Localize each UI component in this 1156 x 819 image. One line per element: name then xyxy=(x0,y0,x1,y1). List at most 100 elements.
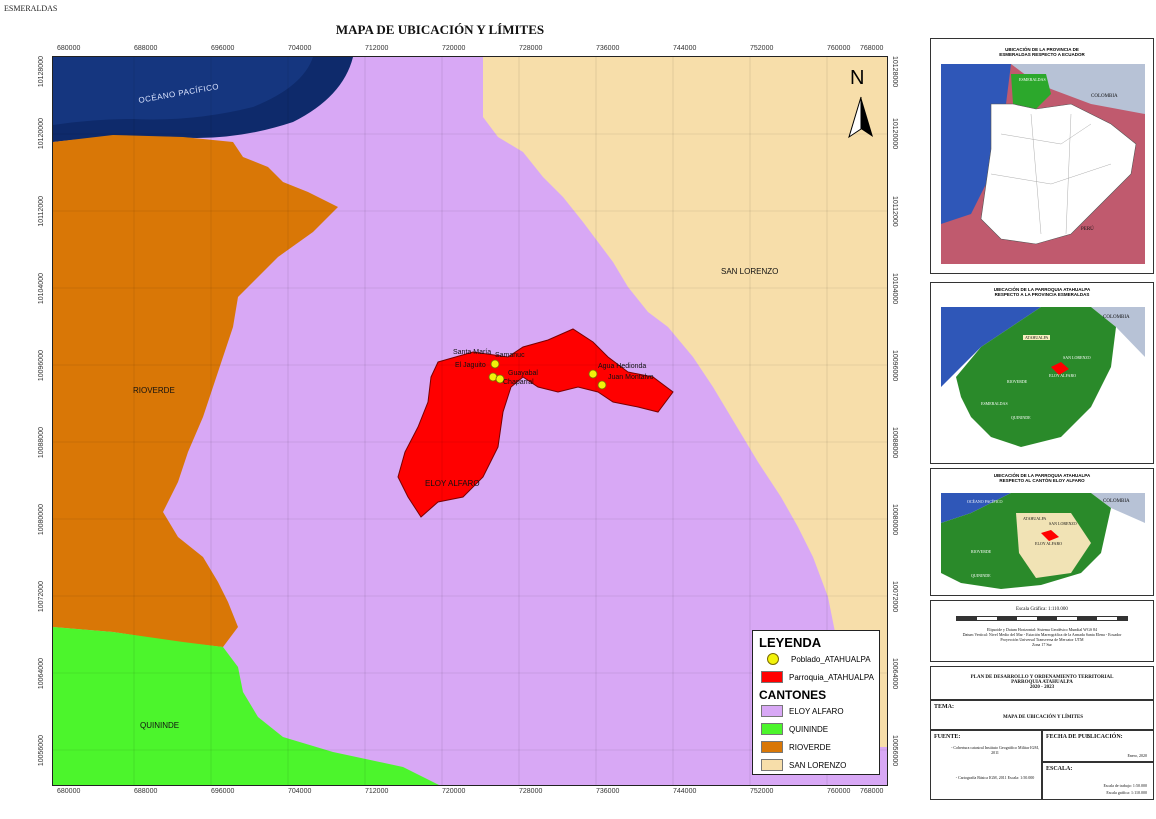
datum-line-2: Datum Vertical: Nivel Medio del Mar - Es… xyxy=(962,632,1122,637)
rioverde-region xyxy=(53,135,338,647)
legend-title: LEYENDA xyxy=(759,635,822,650)
inset-ecuador-title: UBICACIÓN DE LA PROVINCIA DE ESMERALDAS … xyxy=(999,47,1085,57)
place-label-santa-maria: Santa María xyxy=(453,349,492,356)
inset2-label-atahualpa: ATAHUALPA xyxy=(1023,335,1051,340)
inset2-label-colombia: COLOMBIA xyxy=(1103,315,1130,320)
datum-line-4: Zona 17 Sur xyxy=(1032,642,1052,647)
fuente-label: FUENTE: xyxy=(934,734,961,740)
north-label: N xyxy=(850,67,865,89)
tema-label: TEMA: xyxy=(934,704,954,710)
inset1-label-esmeraldas: ESMERALDAS xyxy=(1019,77,1046,82)
map-canvas xyxy=(53,57,887,785)
legend-item-poblado: Poblado_ATAHUALPA xyxy=(753,650,879,668)
title-block: PLAN DE DESARROLLO Y ORDENAMIENTO TERRIT… xyxy=(930,666,1154,800)
point-juan-montalvo xyxy=(597,380,607,390)
point-symbol-icon xyxy=(767,653,779,665)
point-santa-maria xyxy=(490,359,500,369)
tema-value: MAPA DE UBICACIÓN Y LÍMITES xyxy=(1002,715,1084,720)
legend-canton-eloy-alfaro: ELOY ALFARO xyxy=(753,702,879,720)
inset3-label-atahualpa: ATAHUALPA xyxy=(1023,516,1047,521)
inset3-label-san-lorenzo: SAN LORENZO xyxy=(1049,521,1077,526)
map-legend: LEYENDA Poblado_ATAHUALPA Parroquia_ATAH… xyxy=(752,630,880,775)
map-title: MAPA DE UBICACIÓN Y LÍMITES xyxy=(335,22,545,37)
ocean-shallow xyxy=(53,57,313,125)
province-corner-label: ESMERALDAS xyxy=(4,4,58,13)
eloy-alfaro-swatch xyxy=(761,705,783,717)
place-label-juan-montalvo: Juan Montalvo xyxy=(608,374,654,381)
inset2-label-eloy-alfaro: ELOY ALFARO xyxy=(1049,373,1076,378)
datum-line-3: Proyección Universal Transversa de Merca… xyxy=(1000,637,1084,642)
scale-bar xyxy=(956,616,1128,621)
gridlines xyxy=(53,57,887,785)
escala-2: Escala gráfica: 1:110.000 xyxy=(1106,790,1147,795)
cantones-title: CANTONES xyxy=(759,688,827,702)
place-label-el-jaguito: El Jaguito xyxy=(455,362,486,369)
canton-label-san-lorenzo: SAN LORENZO xyxy=(721,267,779,276)
escala-label: ESCALA: xyxy=(1046,766,1073,772)
plan-title: PLAN DE DESARROLLO Y ORDENAMIENTO TERRIT… xyxy=(970,675,1114,680)
place-label-agua-hedionda: Agua Hedionda xyxy=(598,363,647,370)
atahualpa-parish xyxy=(397,328,674,518)
inset3-label-quininde: QUININDE xyxy=(971,573,991,578)
fecha-label: FECHA DE PUBLICACIÓN: xyxy=(1046,734,1123,740)
inset2-label-quininde: QUININDE xyxy=(1011,415,1031,420)
parish-title: PARROQUIA ATAHUALPA xyxy=(1011,680,1073,685)
quininde-swatch xyxy=(761,723,783,735)
rioverde-swatch xyxy=(761,741,783,753)
inset2-label-esmeraldas: ESMERALDAS xyxy=(981,401,1008,406)
fecha-value: Enero, 2020 xyxy=(1127,753,1147,758)
inset3-label-ocean: OCÉANO PACÍFICO xyxy=(967,499,1003,504)
inset-esmeraldas: UBICACIÓN DE LA PARROQUIA ATAHUALPA RESP… xyxy=(930,282,1154,464)
fecha-cell: FECHA DE PUBLICACIÓN: Enero, 2020 xyxy=(1042,730,1154,762)
datum-line-1: Elipsoide y Datum Horizontal: Sistema Ge… xyxy=(986,627,1098,632)
tema-row: TEMA: MAPA DE UBICACIÓN Y LÍMITES xyxy=(930,700,1154,730)
inset-eloy-alfaro-title: UBICACIÓN DE LA PARROQUIA ATAHUALPA RESP… xyxy=(993,473,1091,483)
escala-1: Escala de trabajo: 1:50.000 xyxy=(1103,783,1147,788)
inset-esmeraldas-map xyxy=(941,307,1145,457)
inset-esmeraldas-title: UBICACIÓN DE LA PARROQUIA ATAHUALPA RESP… xyxy=(993,287,1091,297)
inset2-label-rioverde: RIOVERDE xyxy=(1007,379,1028,384)
inset2-label-san-lorenzo: SAN LORENZO xyxy=(1063,355,1091,360)
fuente-1: - Cobertura catastral Instituto Geográfi… xyxy=(951,745,1039,755)
san-lorenzo-swatch xyxy=(761,759,783,771)
place-label-guayabal: Guayabal xyxy=(508,370,538,377)
x-ticks-bottom: 680000 688000 696000 704000 712000 72000… xyxy=(57,788,884,795)
inset-ecuador: UBICACIÓN DE LA PROVINCIA DE ESMERALDAS … xyxy=(930,38,1154,274)
legend-canton-san-lorenzo: SAN LORENZO xyxy=(753,756,879,774)
escala-cell: ESCALA: Escala de trabajo: 1:50.000 Esca… xyxy=(1042,762,1154,800)
legend-canton-quininde: QUININDE xyxy=(753,720,879,738)
parroquia-swatch xyxy=(761,671,783,683)
scale-box: Escala Gráfica: 1:110.000 Elipsoide y Da… xyxy=(930,600,1154,662)
legend-item-label: Parroquia_ATAHUALPA xyxy=(789,672,874,682)
north-arrow xyxy=(848,96,873,139)
legend-item-label: Poblado_ATAHUALPA xyxy=(791,654,871,664)
place-label-chaparral: Chaparral xyxy=(503,379,534,386)
place-label-samanuc: Samanuc xyxy=(495,352,525,359)
x-ticks-top: 680000 688000 696000 704000 712000 72000… xyxy=(57,45,884,52)
canton-label-rioverde: RIOVERDE xyxy=(133,386,175,395)
san-lorenzo-region xyxy=(483,57,887,747)
point-agua-hedionda xyxy=(588,369,598,379)
scale-text: Escala Gráfica: 1:110.000 xyxy=(1016,607,1068,612)
inset3-label-eloy-alfaro: ELOY ALFARO xyxy=(1035,541,1062,546)
inset-ecuador-map xyxy=(941,64,1145,264)
settlement-points xyxy=(488,359,607,390)
fuente-2: - Cartografía Básica IGM, 2011 Escala: 1… xyxy=(955,775,1035,780)
inset1-label-peru: PERÚ xyxy=(1081,227,1094,232)
title-block-header: PLAN DE DESARROLLO Y ORDENAMIENTO TERRIT… xyxy=(930,666,1154,700)
y-ticks-right: 10128000 10120000 10112000 10104000 1009… xyxy=(891,56,898,767)
main-map: OCÉANO PACÍFICO N RIOVERDE SAN LORENZO E… xyxy=(52,56,888,786)
canton-label-quininde: QUININDE xyxy=(140,721,180,730)
period-text: 2020 - 2023 xyxy=(1029,685,1055,690)
inset3-label-colombia: COLOMBIA xyxy=(1103,499,1130,504)
quininde-region xyxy=(53,627,439,785)
inset-eloy-alfaro-map xyxy=(941,493,1145,589)
fuente-cell: FUENTE: - Cobertura catastral Instituto … xyxy=(930,730,1042,800)
legend-item-parroquia: Parroquia_ATAHUALPA xyxy=(753,668,879,686)
inset-eloy-alfaro: UBICACIÓN DE LA PARROQUIA ATAHUALPA RESP… xyxy=(930,468,1154,596)
inset3-label-rioverde: RIOVERDE xyxy=(971,549,992,554)
inset1-label-colombia: COLOMBIA xyxy=(1091,94,1118,99)
y-ticks-left: 10128000 10120000 10112000 10104000 1009… xyxy=(38,56,45,767)
legend-canton-rioverde: RIOVERDE xyxy=(753,738,879,756)
point-guayabal xyxy=(495,374,505,384)
